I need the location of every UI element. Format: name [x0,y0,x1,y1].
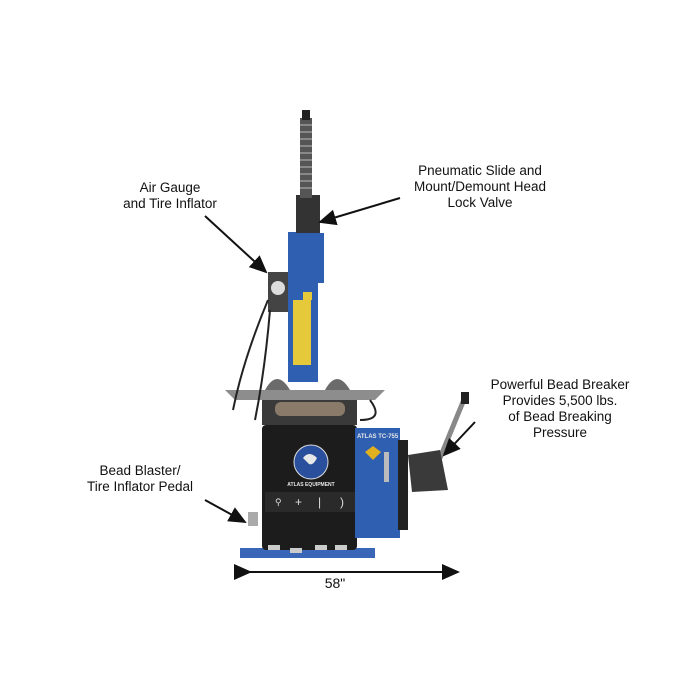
label-line: Tire Inflator Pedal [86,479,194,494]
pedal [290,548,302,553]
pedal [335,545,347,550]
svg-text:⚲: ⚲ [275,497,282,507]
model-badge-text: ATLAS TC-755 [357,434,399,440]
label-line: Air Gauge [139,180,201,195]
svg-text:): ) [340,495,344,509]
bead-breaker-pad [408,450,448,492]
base-plate [240,548,375,558]
label-line: Lock Valve [447,195,513,210]
label-line: Powerful Bead Breaker [490,377,630,392]
label-bead-blaster: Bead Blaster/ Tire Inflator Pedal [60,463,220,495]
label-line: of Bead Breaking [508,409,612,424]
label-line: Mount/Demount Head [413,179,547,194]
width-dimension-label: 58" [324,575,346,591]
arrow-air-gauge [204,215,268,274]
pedal [315,545,327,550]
label-air-gauge: Air Gauge and Tire Inflator [100,180,240,212]
pedal [268,545,280,550]
label-line: Pressure [532,425,588,440]
arrow-pneumatic-valve [318,197,401,226]
mount-head [296,195,320,233]
arrow-bead-blaster [204,499,247,523]
label-line: Provides 5,500 lbs. [502,393,618,408]
label-line: Pneumatic Slide and [418,163,542,178]
emblem-brand-text: ATLAS EQUIPMENT [287,482,334,488]
cabinet [262,425,357,550]
label-line: Bead Blaster/ [99,463,181,478]
svg-text:+: + [295,495,302,509]
bead-breaker-arm [437,396,468,459]
arrow-bead-breaker [442,421,476,457]
turntable [225,390,385,400]
label-pneumatic-valve: Pneumatic Slide and Mount/Demount Head L… [400,163,560,211]
blue-side-panel [355,428,400,538]
svg-text:|: | [318,495,321,509]
label-bead-breaker: Powerful Bead Breaker Provides 5,500 lbs… [475,377,645,441]
label-line: and Tire Inflator [123,196,217,211]
